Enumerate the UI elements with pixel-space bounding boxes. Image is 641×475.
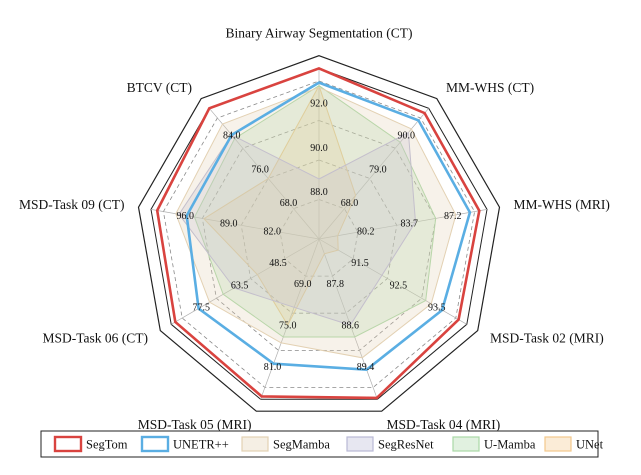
tick-label: 92.0: [310, 99, 328, 110]
legend-swatch: [241, 436, 269, 452]
legend-swatch: [140, 435, 170, 453]
tick-label: 83.7: [400, 219, 418, 230]
tick-label: 87.8: [326, 279, 344, 290]
tick-label: 96.0: [176, 211, 194, 222]
legend-item-label: SegResNet: [378, 438, 434, 452]
series-segresnet: [178, 131, 417, 326]
spoke-line: [171, 238, 320, 325]
tick-label: 89.0: [220, 219, 238, 230]
radar-tick-labels: 92.0 90.0 88.0 90.0 79.0 68.0 87.2 83.7 80.2 93.5…: [176, 99, 461, 374]
tick-label: 68.0: [280, 198, 298, 209]
axis-label: MM-WHS (MRI): [514, 197, 610, 212]
tick-label: 91.5: [351, 258, 369, 269]
legend-swatch: [452, 436, 480, 452]
legend-item-label: SegTom: [86, 438, 128, 452]
legend-swatch: [53, 435, 83, 453]
radar-axis-labels: Binary Airway Segmentation (CT) MM-WHS (C…: [19, 26, 610, 433]
tick-label: 76.0: [251, 164, 269, 175]
legend-swatch: [544, 436, 572, 452]
radar-frame: [137, 55, 501, 412]
tick-label: 79.0: [369, 164, 387, 175]
tick-label: 87.2: [444, 211, 462, 222]
tick-label: 82.0: [264, 226, 282, 237]
chart-legend: SegTom UNETR++ SegMamba SegResNet U-Mamba UNe…: [40, 430, 604, 458]
tick-label: 89.4: [357, 362, 375, 373]
tick-label: 93.5: [428, 302, 446, 313]
radar-series: [155, 67, 481, 400]
legend-item-label: SegMamba: [273, 438, 330, 452]
tick-label: 84.0: [223, 130, 241, 141]
tick-label: 90.0: [310, 143, 328, 154]
tick-label: 75.0: [279, 321, 297, 332]
tick-label: 92.5: [390, 280, 408, 291]
tick-label: 80.2: [357, 226, 375, 237]
tick-label: 48.5: [269, 258, 287, 269]
axis-label: MSD-Task 04 (MRI): [387, 417, 501, 432]
axis-label: MSD-Task 06 (CT): [42, 330, 148, 345]
legend-item-label: UNETR++: [173, 438, 229, 452]
series-segmamba: [175, 86, 457, 359]
tick-label: 88.6: [342, 321, 360, 332]
series-unet: [203, 84, 357, 327]
tick-label: 88.0: [310, 187, 328, 198]
grid-ring-4: [162, 80, 476, 388]
axis-label: MSD-Task 09 (CT): [19, 197, 125, 212]
spoke-line: [318, 108, 429, 240]
tick-label: 81.0: [264, 362, 282, 373]
legend-item-label: U-Mamba: [484, 438, 536, 452]
legend-item-label: UNet: [576, 438, 604, 452]
inner-frame: [150, 67, 488, 400]
spoke-line: [260, 238, 320, 400]
axis-label: MM-WHS (CT): [446, 80, 534, 95]
tick-label: 68.0: [341, 198, 359, 209]
series-segtom: [155, 67, 481, 400]
series-u-mamba: [193, 85, 437, 338]
legend-swatch: [346, 436, 374, 452]
tick-label: 63.5: [231, 280, 249, 291]
legend-frame: [40, 430, 599, 458]
grid-ring-1: [279, 199, 359, 277]
tick-label: 77.5: [193, 302, 211, 313]
spoke-line: [318, 238, 378, 400]
axis-label: BTCV (CT): [127, 80, 192, 95]
outer-frame: [137, 55, 501, 412]
grid-ring-3: [201, 120, 437, 351]
spoke-line: [209, 108, 320, 240]
tick-label: 90.0: [398, 130, 416, 141]
axis-label: MSD-Task 05 (MRI): [138, 417, 252, 432]
axis-label: MSD-Task 02 (MRI): [490, 330, 604, 345]
axis-label: Binary Airway Segmentation (CT): [225, 26, 412, 41]
series-unetr-: [185, 81, 472, 372]
tick-label: 69.0: [294, 279, 312, 290]
spoke-line: [318, 209, 488, 240]
